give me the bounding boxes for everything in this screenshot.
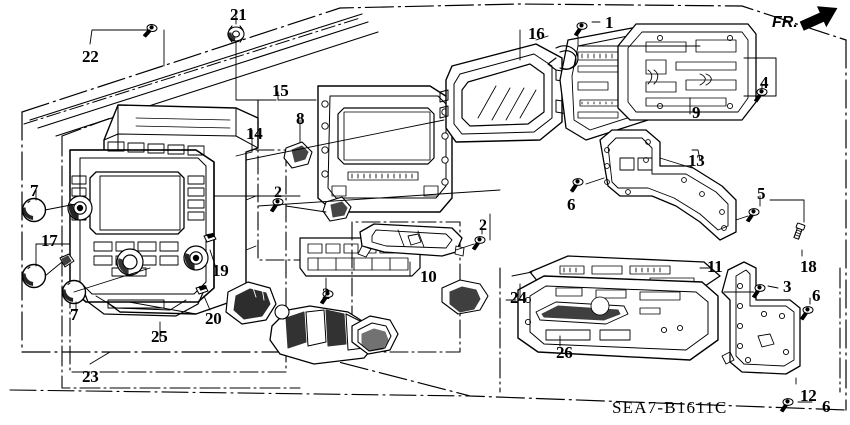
callout-15: 15 — [272, 81, 289, 100]
callout-19: 19 — [212, 261, 229, 280]
callout-18: 18 — [800, 257, 817, 276]
callout-2-right: 2 — [479, 217, 487, 234]
callout-22: 22 — [82, 47, 99, 66]
callout-24: 24 — [510, 288, 527, 307]
callout-1: 1 — [605, 13, 614, 32]
callout-20: 20 — [205, 309, 222, 328]
fr-arrow-icon — [799, 6, 838, 31]
callout-23: 23 — [82, 367, 99, 386]
callout-7-lower: 7 — [70, 305, 79, 324]
callout-14: 14 — [246, 124, 263, 143]
callout-8: 8 — [296, 109, 305, 128]
callout-10: 10 — [420, 267, 437, 286]
callout-7-upper: 7 — [30, 181, 39, 200]
callout-5: 5 — [757, 184, 766, 203]
part-number-label: SEA7-B1611C — [612, 398, 728, 417]
callout-6-bottom: 6 — [822, 397, 831, 416]
callout-21: 21 — [230, 5, 247, 24]
fr-text: FR. — [772, 14, 798, 31]
callout-6-right: 6 — [812, 286, 821, 305]
callout-2-upper: 2 — [274, 184, 282, 201]
callout-16: 16 — [528, 24, 545, 43]
callout-2-mid: 2 — [322, 286, 330, 303]
callout-13: 13 — [688, 151, 705, 170]
callout-3: 3 — [783, 277, 792, 296]
callout-25: 25 — [151, 327, 168, 346]
callout-6-left: 6 — [567, 195, 576, 214]
front-direction-label: FR. — [772, 6, 838, 32]
callout-17: 17 — [41, 231, 58, 250]
callout-12: 12 — [800, 386, 817, 405]
callout-9: 9 — [692, 103, 701, 122]
callout-26: 26 — [556, 343, 573, 362]
callout-4: 4 — [760, 73, 769, 92]
callout-11: 11 — [707, 257, 723, 276]
